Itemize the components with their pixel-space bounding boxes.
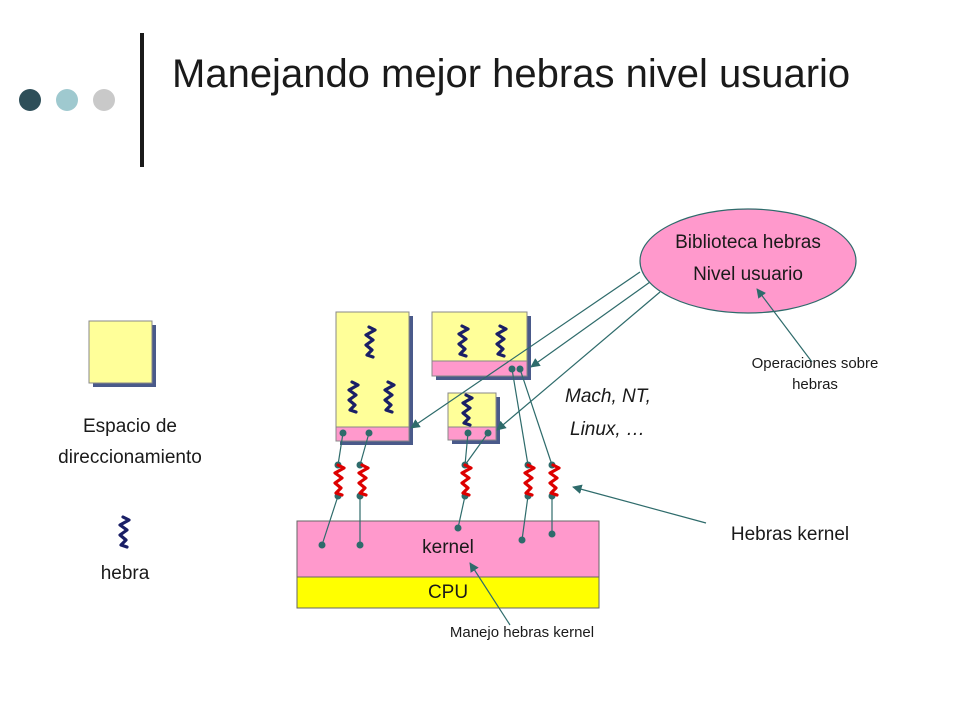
kernel-threads-label: Hebras kernel [730,524,850,545]
operations-label-line1: Operaciones sobre [751,355,879,372]
arrow-to-process-1 [410,271,641,429]
connector-lines [321,271,813,626]
slide-title: Manejando mejor hebras nivel usuario [172,52,851,96]
kernel-thread [460,463,473,497]
thread-legend-label: hebra [100,563,150,584]
systems-label-line2: Linux, … [570,419,645,440]
arrow-kernel-management [469,562,511,626]
kernel-label: kernel [422,537,474,558]
systems-label-line1: Mach, NT, [565,386,651,407]
library-label-line1: Biblioteca hebras [675,232,821,253]
kernel-thread [333,463,346,497]
cpu-label: CPU [427,582,469,603]
kernel-threads [333,463,561,497]
address-space-label-line1: Espacio de [82,416,177,437]
arrow-operations [756,288,813,363]
bullet-teal [56,89,78,111]
cpu-box [296,576,600,609]
title-divider [140,33,144,167]
bullet-dark [19,89,41,111]
title-bullets [19,33,144,167]
library-label-line2: Nivel usuario [693,264,803,285]
arrow-kernel-threads [572,484,707,524]
process-box-2 [431,311,531,380]
arrow-to-process-2 [530,281,651,368]
kernel-thread [357,463,370,497]
arrow-to-process-3 [496,291,661,431]
kernel-thread [548,463,561,497]
library-ellipse [639,208,857,314]
legend-address-space-box [88,320,156,387]
bullet-gray [93,89,115,111]
operations-label-line2: hebras [792,376,838,393]
legend-thread-icon [118,515,131,549]
kernel-management-label: Manejo hebras kernel [449,624,595,641]
kernel-thread [523,463,536,497]
process-box-3 [447,392,500,444]
address-space-label-line2: direccionamiento [58,447,202,468]
